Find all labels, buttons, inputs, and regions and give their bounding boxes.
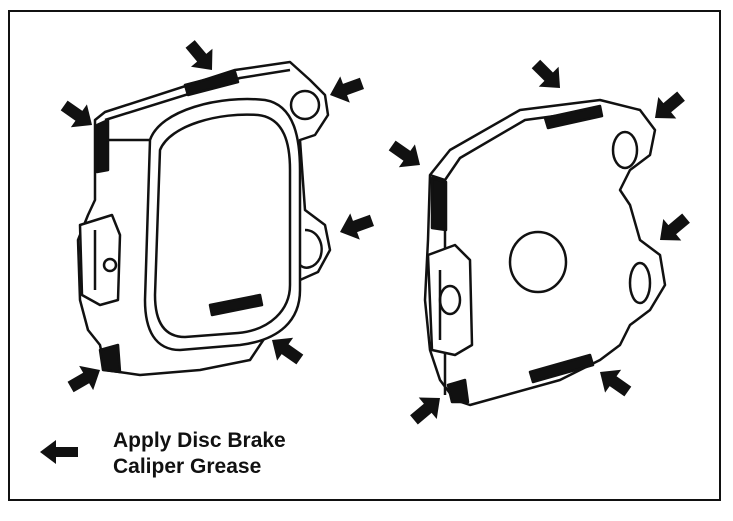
black-arrow-icon (646, 85, 691, 129)
black-arrow-icon (56, 94, 101, 137)
black-arrow-icon (651, 207, 696, 251)
legend-arrow-icon (40, 440, 78, 464)
legend-line-2: Caliper Grease (113, 455, 262, 478)
black-arrow-icon (526, 54, 570, 98)
black-arrow-icon (591, 360, 636, 403)
black-arrow-icon (384, 134, 429, 177)
black-arrow-icon (404, 387, 449, 431)
black-arrow-icon (335, 207, 377, 246)
black-arrow-icon (63, 357, 107, 400)
legend-label: Apply Disc Brake Caliper Grease (113, 428, 286, 480)
black-arrow-icon (179, 34, 223, 79)
left-brake-pad (76, 60, 332, 377)
right-brake-pad (423, 98, 667, 407)
black-arrow-icon (325, 70, 367, 109)
legend-line-1: Apply Disc Brake (113, 429, 286, 452)
